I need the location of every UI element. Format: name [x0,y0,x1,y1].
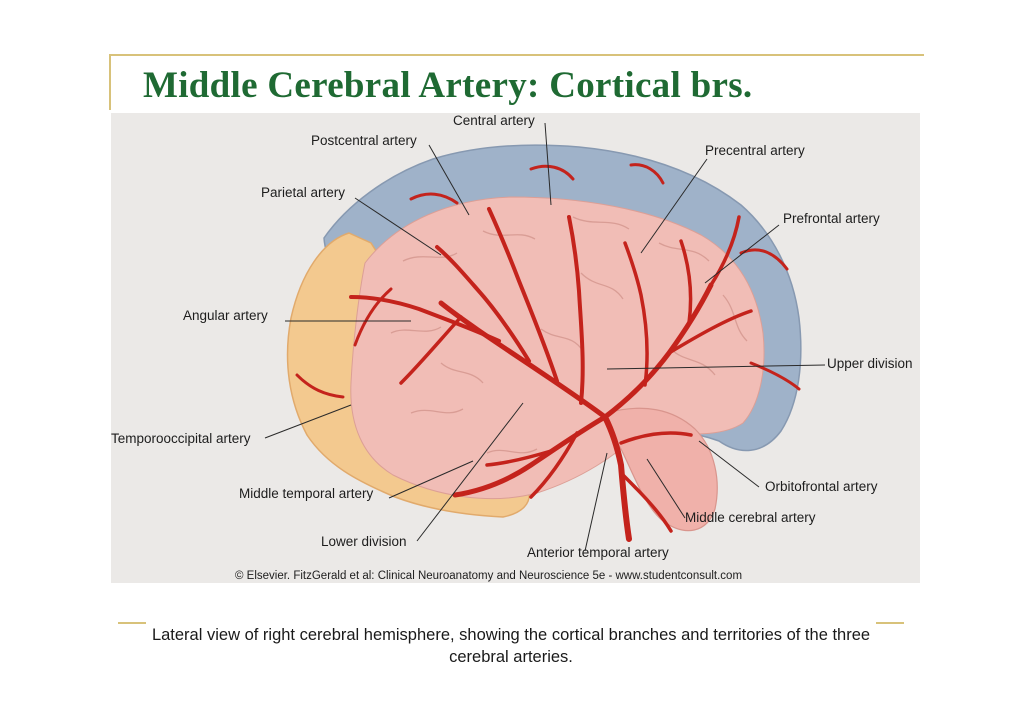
label-orbitofrontal-artery: Orbitofrontal artery [765,479,878,494]
label-lower-division: Lower division [321,534,407,549]
slide-border-vertical [109,54,111,110]
label-anterior-temporal-artery: Anterior temporal artery [527,545,669,560]
slide-border-top [109,54,924,56]
label-central-artery: Central artery [453,113,535,128]
caption-rule-left [118,622,146,624]
brain-figure: Central artery Postcentral artery Precen… [111,113,920,583]
label-precentral-artery: Precentral artery [705,143,805,158]
label-angular-artery: Angular artery [183,308,268,323]
slide-title: Middle Cerebral Artery: Cortical brs. [143,65,753,106]
label-parietal-artery: Parietal artery [261,185,345,200]
artery-tree [295,163,801,542]
label-upper-division: Upper division [827,356,913,371]
label-postcentral-artery: Postcentral artery [311,133,417,148]
leader-lines [264,122,826,552]
figure-credit: © Elsevier. FitzGerald et al: Clinical N… [235,570,742,582]
slide-caption: Lateral view of right cerebral hemispher… [151,626,871,666]
caption-rule-right [876,622,904,624]
label-prefrontal-artery: Prefrontal artery [783,211,880,226]
label-temporooccipital-artery: Temporooccipital artery [111,431,251,446]
label-middle-cerebral-artery: Middle cerebral artery [685,510,816,525]
label-middle-temporal-artery: Middle temporal artery [239,486,374,501]
gyri-texture [390,216,748,454]
brain-diagram-svg: Central artery Postcentral artery Precen… [111,113,920,583]
